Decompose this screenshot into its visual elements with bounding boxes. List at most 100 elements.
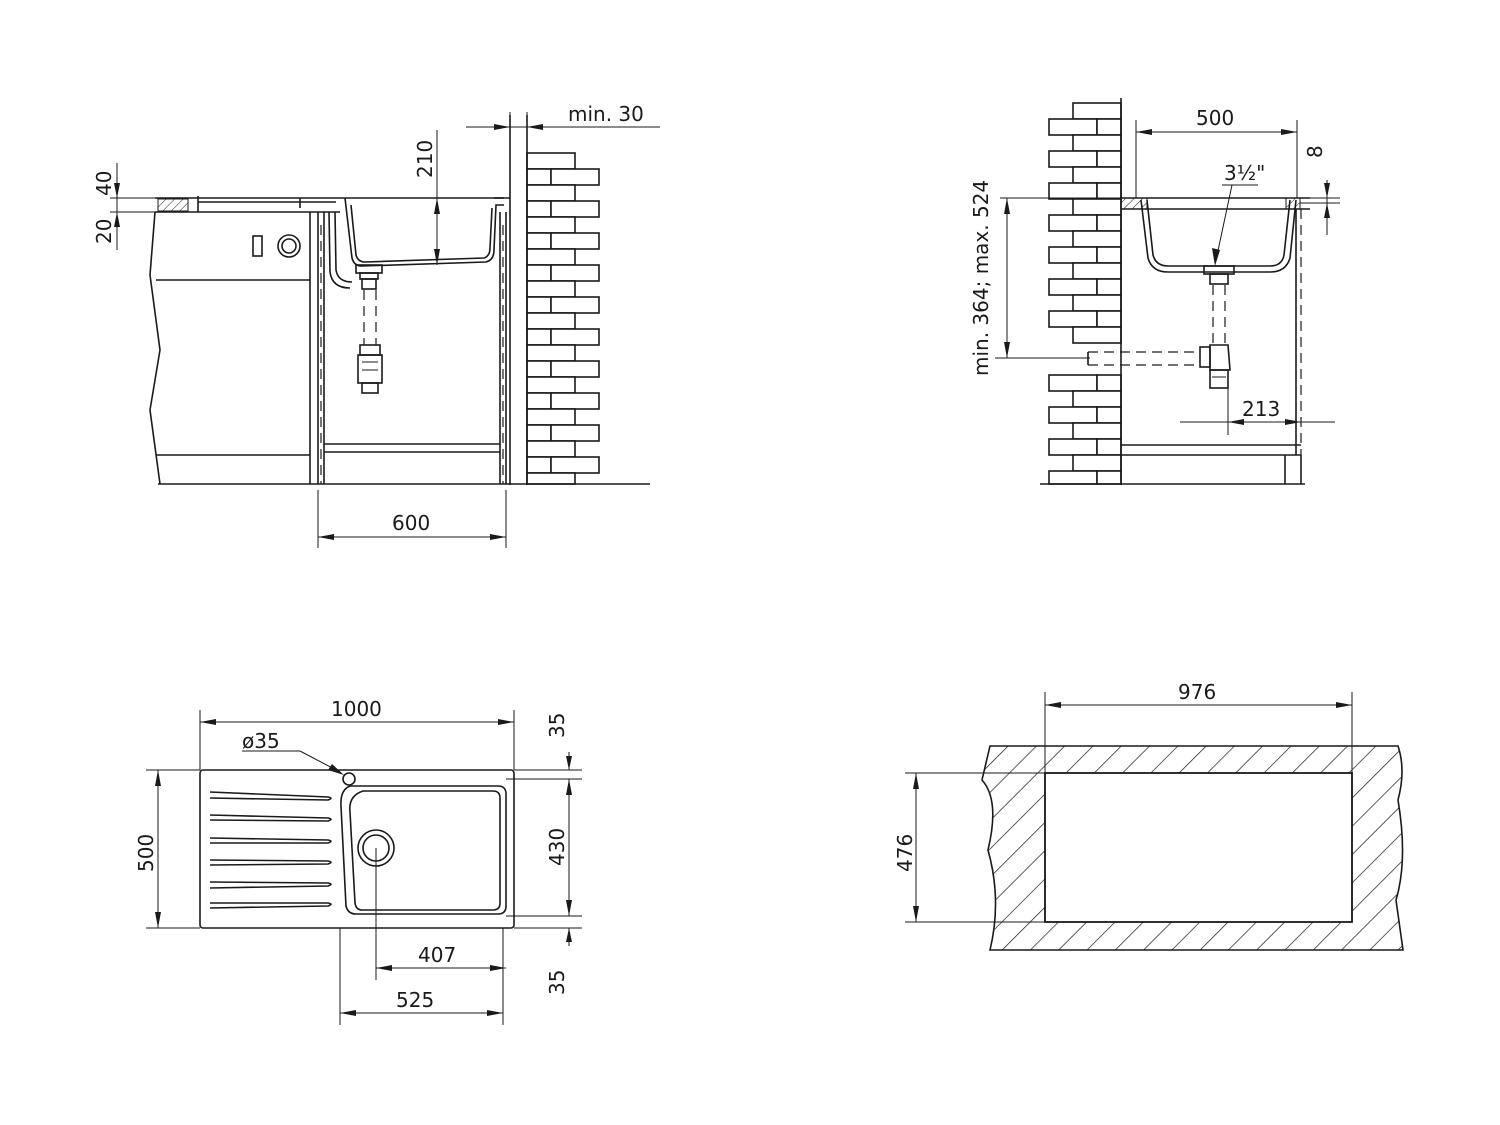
dimension-cutout-length: 976 — [1044, 680, 1353, 773]
brick — [526, 440, 576, 458]
brick — [1048, 182, 1098, 200]
appliance-cabinet — [149, 211, 319, 485]
dimension-bowl-length: 525 — [339, 928, 504, 1025]
brick — [1048, 246, 1098, 264]
brick — [1048, 438, 1098, 456]
dimension-label: 525 — [396, 988, 434, 1012]
dimension-trap-offset: 213 — [1180, 385, 1335, 435]
dimension-tap-hole: ø35 — [242, 729, 344, 775]
dimension-total-length: 1000 — [199, 697, 515, 770]
dimension-drain-offset: 407 — [375, 848, 506, 980]
brick — [550, 456, 600, 474]
dimension-label: 430 — [545, 828, 569, 866]
dimension-label: 407 — [418, 943, 456, 967]
brick — [526, 344, 576, 362]
dimension-label: 1000 — [331, 697, 382, 721]
dimension-label: min. 30 — [568, 102, 644, 126]
brick — [1072, 198, 1122, 216]
brick — [1096, 150, 1122, 168]
brick — [550, 424, 600, 442]
brick — [1048, 214, 1098, 232]
dimension-thickness: 40 20 — [92, 163, 160, 250]
sink-cabinet — [320, 212, 507, 484]
brick — [1048, 470, 1098, 485]
dimension-total-width: 500 — [134, 769, 200, 929]
dimension-label: 210 — [413, 140, 437, 178]
brick — [550, 392, 600, 410]
brick — [526, 408, 576, 426]
trap-side — [357, 290, 383, 394]
brick — [526, 472, 576, 485]
brick — [550, 168, 600, 186]
brick — [550, 296, 600, 314]
brick — [526, 264, 552, 282]
brick — [1096, 374, 1122, 392]
dimension-label: 476 — [893, 834, 917, 872]
brick — [526, 296, 552, 314]
brick — [550, 232, 600, 250]
dimension-label: 40 — [92, 171, 116, 196]
brick-wall-side — [526, 152, 600, 485]
brick — [526, 376, 576, 394]
brick — [1048, 150, 1098, 168]
brick — [1048, 118, 1098, 136]
brick — [550, 264, 600, 282]
dimension-label: 3½" — [1224, 161, 1265, 185]
dimension-min-wall: min. 30 — [466, 102, 660, 130]
brick — [526, 456, 552, 474]
dimension-label: ø35 — [242, 729, 280, 753]
brick — [526, 360, 552, 378]
brick — [1072, 294, 1122, 312]
dimension-label: 500 — [134, 834, 158, 872]
brick — [1096, 438, 1122, 456]
brick — [1072, 422, 1122, 440]
dimension-label: 976 — [1178, 680, 1216, 704]
dimension-label: 35 — [545, 713, 569, 738]
brick-wall-front — [1048, 102, 1122, 485]
brick — [1072, 134, 1122, 152]
dimension-rim: 8 — [1300, 145, 1340, 235]
brick — [1072, 454, 1122, 472]
brick — [526, 184, 576, 202]
dimension-label: 20 — [92, 219, 116, 244]
brick — [1096, 406, 1122, 424]
dimension-cutout-width: 476 — [893, 772, 1045, 923]
brick — [1096, 310, 1122, 328]
brick — [1048, 374, 1098, 392]
dimension-label: 8 — [1303, 145, 1327, 158]
dimension-right-stack: 35 430 35 — [506, 713, 582, 995]
brick — [1072, 262, 1122, 280]
brick — [526, 200, 552, 218]
brick — [1072, 166, 1122, 184]
dimension-drain-height: min. 364; max. 524 — [969, 180, 1121, 376]
brick — [1072, 390, 1122, 408]
brick — [550, 360, 600, 378]
sink-bowl-side — [328, 197, 504, 290]
dimension-label: 213 — [1242, 397, 1280, 421]
brick — [1096, 182, 1122, 200]
dimension-label: 600 — [392, 511, 430, 535]
brick — [526, 392, 552, 410]
brick — [526, 312, 576, 330]
sink-outline — [199, 769, 515, 929]
dimension-bowl-width: 500 — [1135, 106, 1298, 198]
tap-hole — [342, 772, 356, 786]
dimension-drain-size: 3½" — [1212, 161, 1265, 266]
side-view: min. 30 210 40 20 600 — [92, 102, 660, 548]
drainboard-grooves — [209, 791, 332, 909]
dimension-label: 500 — [1196, 106, 1234, 130]
brick — [550, 328, 600, 346]
brick — [526, 280, 576, 298]
brick — [1096, 470, 1122, 485]
cutout-opening — [1044, 772, 1353, 923]
knob-icon — [277, 234, 301, 258]
brick — [1048, 406, 1098, 424]
brick — [526, 216, 576, 234]
brick — [526, 328, 552, 346]
brick — [1096, 118, 1122, 136]
brick — [1096, 246, 1122, 264]
brick — [526, 232, 552, 250]
brick — [526, 168, 552, 186]
front-view: 500 8 3½" min. 364; max. 524 — [969, 98, 1340, 485]
